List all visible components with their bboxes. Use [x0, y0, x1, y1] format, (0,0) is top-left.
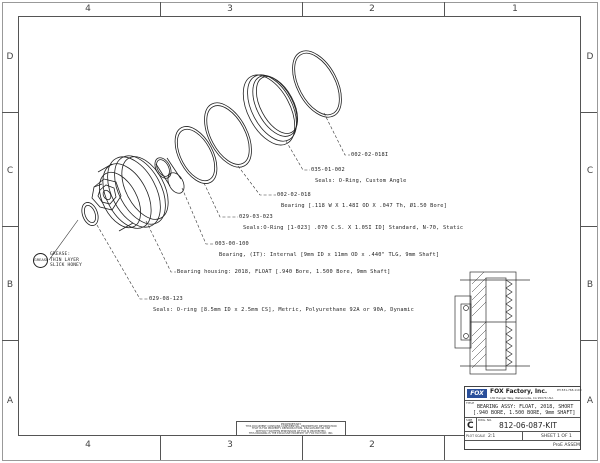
seal-035-01-002 [242, 74, 298, 146]
zone-tick [444, 2, 445, 16]
zone-tick [444, 436, 445, 460]
grease-note-line: GREASE: [50, 252, 71, 257]
zone-tick [160, 436, 161, 460]
proprietary-line: THAT IS FOX PROPERTY. REPRODUCTION, DISC… [251, 427, 331, 431]
zone-right-B: B [586, 280, 594, 290]
callout-bearing-housing-desc: Bearing housing: 2018, FLOAT [.940 Bore,… [177, 269, 391, 275]
callout-002-02-018-desc: Bearing [.118 W X 1.48I OD X .047 Th, Ø1… [281, 203, 448, 209]
company-name: FOX Factory, Inc. [490, 388, 548, 395]
company-phone: PH 831-768-1100 [557, 388, 582, 392]
company-address: 130 Hangar Way, Watsonville, CA 95076 US… [490, 395, 554, 400]
callout-002-02-018-number: 002-02-018 [277, 192, 311, 198]
zone-bottom-4: 4 [85, 440, 91, 450]
grease-note: GREASE: THIN LAYER SLICK HONEY [50, 252, 82, 269]
bushing-003-00-100 [154, 157, 185, 194]
zone-tick [2, 226, 18, 227]
grease-icon-text: GREASE [34, 258, 49, 262]
oring-029-03-023 [174, 126, 218, 184]
proprietary-line: WITHOUT WRITTEN PERMISSION OF FOX IS PRO… [255, 429, 327, 433]
oring-002-02-0181 [292, 50, 342, 118]
section-view [454, 271, 530, 375]
callout-003-00-100-number: 003-00-100 [215, 241, 249, 247]
proprietary-line: THIS DOCUMENT CONTAINS CONFIDENTIAL, PRO… [245, 424, 337, 428]
bearing-housing [91, 155, 169, 232]
zone-top-2: 2 [369, 4, 375, 14]
plot-scale: 2:1 [488, 433, 496, 439]
proprietary-notice: PROPRIETARY THIS DOCUMENT CONTAINS CONFI… [236, 421, 346, 436]
zone-tick [302, 2, 303, 16]
title-block-scale-cell: PLOT SCALE 2:1 [465, 432, 523, 441]
zone-right-A: A [586, 396, 594, 406]
drawing-title-line1: BEARING ASSY: FLOAT, 2018, SHORT [477, 404, 574, 410]
zone-tick [160, 2, 161, 16]
proprietary-line: PROPRIETARY [280, 422, 302, 426]
sheet-number: SHEET 1 OF 1 [541, 433, 572, 439]
bearing-002-02-018 [204, 102, 252, 168]
dwg-no-label: DWG. NO. [478, 418, 492, 422]
callout-002-02-0181-number: 002-02-018I [351, 152, 389, 158]
size-label: SIZE [466, 418, 473, 422]
zone-right-D: D [586, 52, 594, 62]
grease-note-line: SLICK HONEY [50, 263, 83, 268]
grease-icon: GREASE [33, 253, 48, 268]
section-hatching [471, 271, 487, 369]
title-block-size-cell: SIZE C [465, 418, 477, 432]
zone-tick [581, 226, 597, 227]
zone-tick [302, 436, 303, 460]
callout-035-01-002-desc: Seals: O-Ring, Custom Angle [315, 178, 407, 184]
zone-tick [581, 340, 597, 341]
drawing-title-line2: [.940 BORE, 1.500 BORE, 9mm SHAFT] [473, 410, 576, 416]
oring-029-08-123 [81, 202, 99, 226]
callout-029-08-123-number: 029-08-123 [149, 296, 183, 302]
zone-top-4: 4 [85, 4, 91, 14]
zone-right-C: C [586, 166, 594, 176]
zone-top-3: 3 [227, 4, 233, 14]
drawing-number: 812-06-087-KIT [499, 421, 558, 430]
callout-029-03-023-number: 029-03-023 [239, 214, 273, 220]
title-block-footer: ProE ASSEM [553, 442, 580, 448]
zone-top-1: 1 [512, 4, 518, 14]
proprietary-line: THIS DRAWING IS THE EXCLUSIVE PROPERTY O… [248, 432, 334, 436]
drawing-size: C [467, 421, 474, 431]
zone-left-B: B [6, 280, 14, 290]
fox-logo: FOX [467, 389, 487, 398]
callout-003-00-100-desc: Bearing, (IT): Internal [9mm ID x 11mm O… [219, 252, 440, 258]
title-block: FOX FOX Factory, Inc. 130 Hangar Way, Wa… [464, 386, 582, 450]
callout-035-01-002-number: 035-01-002 [311, 167, 345, 173]
zone-tick [2, 112, 18, 113]
zone-left-C: C [6, 166, 14, 176]
zone-bottom-3: 3 [227, 440, 233, 450]
title-block-dwg-cell: DWG. NO. 812-06-087-KIT [477, 418, 580, 432]
plot-scale-label: PLOT SCALE [466, 434, 486, 438]
callout-029-03-023-desc: Seals:O-Ring [1-023] .070 C.S. X 1.05I I… [243, 225, 464, 231]
title-block-title-row: TITLE BEARING ASSY: FLOAT, 2018, SHORT [… [465, 401, 580, 418]
zone-left-A: A [6, 396, 14, 406]
zone-left-D: D [6, 52, 14, 62]
title-block-company-row: FOX FOX Factory, Inc. 130 Hangar Way, Wa… [465, 387, 582, 401]
grease-note-line: THIN LAYER [50, 257, 80, 263]
callout-029-08-123-desc: Seals: O-ring [8.5mm ID x 2.5mm CS], Met… [153, 307, 414, 313]
title-label: TITLE [466, 401, 475, 405]
zone-bottom-2: 2 [369, 440, 375, 450]
title-block-sheet-cell: SHEET 1 OF 1 [523, 432, 580, 441]
zone-tick [2, 340, 18, 341]
zone-tick [581, 112, 597, 113]
